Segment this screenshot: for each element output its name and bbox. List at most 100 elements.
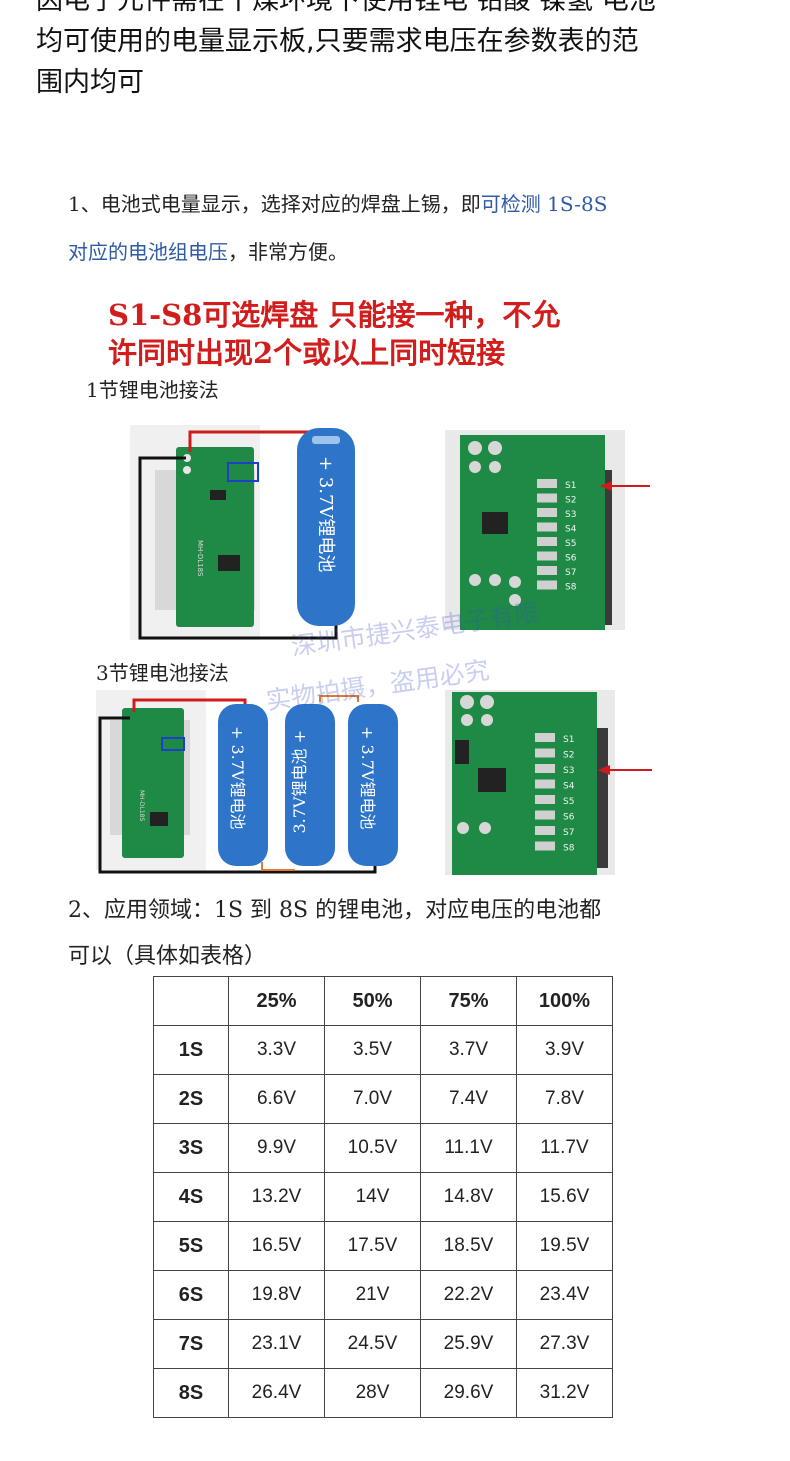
solder-pad xyxy=(537,508,557,517)
board-label: MH-DL18S xyxy=(138,790,145,821)
row-label: 4S xyxy=(153,1172,229,1222)
voltage-cell: 28V xyxy=(324,1368,421,1418)
voltage-cell: 14.8V xyxy=(420,1172,517,1222)
voltage-cell: 27.3V xyxy=(516,1319,613,1369)
solder-pad xyxy=(488,441,502,455)
voltage-cell: 10.5V xyxy=(324,1123,421,1173)
solder-pad xyxy=(535,764,555,773)
diagram2-photo: MH-DL18S + 3.7V锂电池 3.7V锂电池 + + 3.7V锂电池 xyxy=(96,690,398,874)
solder-pad xyxy=(535,810,555,820)
table-header-cell: 100% xyxy=(516,976,613,1026)
solder-pad xyxy=(183,466,191,474)
row-label: 3S xyxy=(153,1123,229,1173)
solder-pad xyxy=(535,826,555,835)
section1-line1: 1、电池式电量显示，选择对应的焊盘上锡，即可检测 1S-8S xyxy=(68,190,607,218)
solder-pad xyxy=(537,551,557,561)
chip xyxy=(150,812,168,826)
voltage-cell: 24.5V xyxy=(324,1319,421,1369)
voltage-cell: 31.2V xyxy=(516,1368,613,1418)
regulator-chip xyxy=(482,512,508,534)
pad-label: S4 xyxy=(565,525,577,535)
voltage-cell: 3.9V xyxy=(516,1025,613,1075)
pcb-board xyxy=(122,708,184,858)
section1-highlight: 可检测 1S-8S xyxy=(480,192,608,216)
section2-line: 2、应用领域：1S 到 8S 的锂电池，对应电压的电池都 xyxy=(68,898,602,923)
pad-label: S3 xyxy=(565,510,576,520)
solder-pad xyxy=(537,522,557,532)
pad-label: S5 xyxy=(565,539,576,549)
solder-pad xyxy=(461,714,473,726)
pcb-board xyxy=(176,447,254,627)
voltage-cell: 7.4V xyxy=(420,1074,517,1124)
pad-label: S2 xyxy=(563,751,574,761)
black-wire xyxy=(138,456,338,640)
solder-pad xyxy=(457,822,469,834)
section1-highlight: 对应的电池组电压 xyxy=(68,240,228,264)
warning-line: S1-S8可选焊盘 只能接一种，不允 xyxy=(108,298,561,332)
voltage-cell: 16.5V xyxy=(228,1221,325,1271)
voltage-cell: 3.7V xyxy=(420,1025,517,1075)
solder-pad xyxy=(489,461,501,473)
chip xyxy=(218,555,240,571)
section1-text: 1、电池式电量显示，选择对应的焊盘上锡，即 xyxy=(68,192,481,216)
solder-pad xyxy=(468,441,482,455)
intro-line: 因电子元件需在干燥环境下使用锂电 铅酸 镍氢 电池 xyxy=(36,0,656,16)
link-wire xyxy=(319,695,359,702)
pad-label: S7 xyxy=(563,828,574,838)
pcb-board xyxy=(452,692,597,875)
highlight-box xyxy=(227,462,259,482)
solder-pad xyxy=(479,822,491,834)
pad-label: S8 xyxy=(565,583,577,593)
pointer-arrow-head xyxy=(600,481,612,491)
row-label: 2S xyxy=(153,1074,229,1124)
solder-pad xyxy=(535,795,555,804)
solder-pad xyxy=(535,841,555,851)
voltage-cell: 3.3V xyxy=(228,1025,325,1075)
solder-pad xyxy=(469,461,481,473)
battery-label: + 3.7V锂电池 xyxy=(358,726,377,830)
battery xyxy=(218,704,268,866)
table-header-cell xyxy=(153,976,229,1026)
table-header-row: 25% 50% 75% 100% xyxy=(153,976,613,1026)
voltage-cell: 21V xyxy=(324,1270,421,1320)
solder-pad xyxy=(480,695,494,709)
warning-line: 许同时出现2个或以上同时短接 xyxy=(108,336,506,370)
battery xyxy=(348,704,398,866)
voltage-cell: 23.1V xyxy=(228,1319,325,1369)
solder-pad xyxy=(535,779,555,789)
table-header-cell: 50% xyxy=(324,976,421,1026)
section1-line2: 对应的电池组电压，非常方便。 xyxy=(68,238,348,266)
voltage-cell: 7.0V xyxy=(324,1074,421,1124)
row-label: 7S xyxy=(153,1319,229,1369)
board-label: MH-DL18S xyxy=(196,540,204,577)
row-label: 5S xyxy=(153,1221,229,1271)
pad-label: S6 xyxy=(565,554,577,564)
row-label: 1S xyxy=(153,1025,229,1075)
link-wire xyxy=(261,862,295,871)
pad-label: S3 xyxy=(563,766,574,776)
voltage-cell: 23.4V xyxy=(516,1270,613,1320)
voltage-cell: 6.6V xyxy=(228,1074,325,1124)
battery xyxy=(285,704,335,866)
voltage-cell: 17.5V xyxy=(324,1221,421,1271)
row-label: 8S xyxy=(153,1368,229,1418)
pad-label: S5 xyxy=(563,797,574,807)
solder-pad xyxy=(509,576,521,588)
voltage-cell: 29.6V xyxy=(420,1368,517,1418)
solder-pad xyxy=(537,479,557,488)
solder-pad xyxy=(537,537,557,546)
voltage-cell: 19.5V xyxy=(516,1221,613,1271)
housing-edge xyxy=(596,728,608,868)
pad-label: S1 xyxy=(563,735,574,745)
diagram1-caption: 1节锂电池接法 xyxy=(86,378,219,402)
pad-label: S6 xyxy=(563,813,575,823)
